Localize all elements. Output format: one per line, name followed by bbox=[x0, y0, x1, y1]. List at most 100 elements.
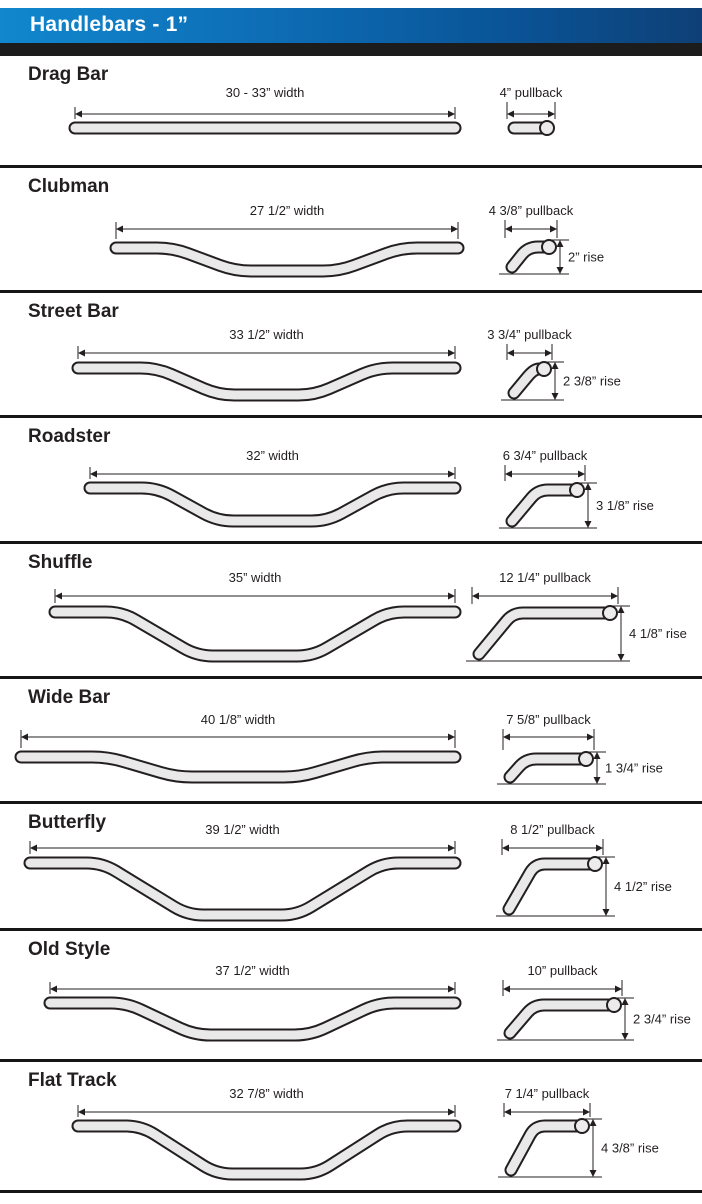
section-title: Street Bar bbox=[28, 301, 119, 322]
arrowhead bbox=[507, 349, 514, 357]
arrowhead bbox=[611, 592, 618, 600]
arrowhead bbox=[503, 733, 510, 741]
handlebar-side-view-fill bbox=[506, 1121, 587, 1175]
rise-dimension-label: 2 3/4” rise bbox=[633, 1012, 691, 1027]
section-title: Drag Bar bbox=[28, 64, 109, 85]
arrowhead bbox=[621, 1033, 629, 1040]
arrowhead bbox=[615, 985, 622, 993]
arrowhead bbox=[556, 240, 564, 247]
handlebar-front-view-fill bbox=[45, 998, 460, 1040]
handlebar-front-view-outline bbox=[23, 856, 462, 922]
tube-end-circle bbox=[606, 997, 622, 1013]
pullback-dimension-label: 7 1/4” pullback bbox=[505, 1086, 590, 1101]
tube-end-circle bbox=[541, 239, 557, 255]
width-dimension-label: 35” width bbox=[229, 570, 282, 585]
tube-end-circle bbox=[574, 1118, 590, 1134]
pullback-dimension-label: 6 3/4” pullback bbox=[503, 448, 588, 463]
width-dimension-label: 30 - 33” width bbox=[226, 85, 305, 100]
handlebar-side-view-fill bbox=[505, 754, 591, 782]
arrowhead bbox=[116, 225, 123, 233]
pullback-dimension-label: 10” pullback bbox=[527, 963, 598, 978]
handlebar-side-view-fill bbox=[507, 485, 582, 526]
width-dimension-label: 33 1/2” width bbox=[229, 327, 303, 342]
arrowhead bbox=[21, 733, 28, 741]
rise-dimension-label: 4 1/8” rise bbox=[629, 626, 687, 641]
arrowhead bbox=[30, 844, 37, 852]
pullback-dimension-label: 8 1/2” pullback bbox=[510, 822, 595, 837]
arrowhead bbox=[578, 470, 585, 478]
arrowhead bbox=[448, 733, 455, 741]
handlebar-front-view-outline bbox=[43, 996, 462, 1042]
header-underline bbox=[0, 43, 702, 56]
handlebar-side-view-fill bbox=[504, 859, 600, 914]
arrowhead bbox=[587, 733, 594, 741]
section-title: Clubman bbox=[28, 176, 110, 197]
section-title: Wide Bar bbox=[28, 687, 111, 708]
pullback-dimension-label: 4” pullback bbox=[500, 85, 563, 100]
width-dimension-label: 37 1/2” width bbox=[215, 963, 289, 978]
arrowhead bbox=[78, 349, 85, 357]
page-title: Handlebars - 1” bbox=[30, 12, 189, 36]
section-title: Old Style bbox=[28, 939, 111, 960]
handlebar-front-view-outline bbox=[48, 605, 462, 663]
tube-end-circle bbox=[578, 751, 594, 767]
handlebar-front-view-fill bbox=[16, 752, 460, 782]
arrowhead bbox=[589, 1170, 597, 1177]
section-title: Roadster bbox=[28, 426, 111, 447]
handlebar-side-view-fill bbox=[505, 1000, 619, 1038]
rise-dimension-label: 2 3/8” rise bbox=[563, 374, 621, 389]
pullback-dimension-label: 7 5/8” pullback bbox=[506, 712, 591, 727]
rise-dimension-label: 1 3/4” rise bbox=[605, 761, 663, 776]
section-title: Butterfly bbox=[28, 812, 107, 833]
pullback-dimension-label: 4 3/8” pullback bbox=[489, 203, 574, 218]
handlebar-side-view-fill bbox=[474, 608, 615, 659]
wide-bar-diagram: 40 1/8” width 7 5/8” pullback 1 3/4” rise bbox=[14, 712, 663, 785]
arrowhead bbox=[502, 844, 509, 852]
section-old-style: Old Style 37 1/2” width 10” pullback 2 3/4… bbox=[0, 931, 702, 1062]
handlebar-side-view-fill bbox=[507, 242, 554, 272]
arrowhead bbox=[448, 592, 455, 600]
handlebar-front-view-fill bbox=[85, 483, 460, 526]
arrowhead bbox=[451, 225, 458, 233]
arrowhead bbox=[75, 110, 82, 118]
handlebar-front-view-fill bbox=[111, 243, 463, 276]
arrowhead bbox=[448, 844, 455, 852]
arrowhead bbox=[593, 777, 601, 784]
arrowhead bbox=[472, 592, 479, 600]
section-wide-bar: Wide Bar 40 1/8” width 7 5/8” pullback 1 3… bbox=[0, 679, 702, 804]
arrowhead bbox=[551, 362, 559, 369]
arrowhead bbox=[78, 1108, 85, 1116]
section-drag-bar: Drag Bar 30 - 33” width 4” pullback bbox=[0, 56, 702, 168]
width-dimension-label: 32” width bbox=[246, 448, 299, 463]
handlebar-front-view-fill bbox=[73, 363, 460, 400]
arrowhead bbox=[548, 110, 555, 118]
arrowhead bbox=[621, 998, 629, 1005]
arrowhead bbox=[589, 1119, 597, 1126]
header-bar: Handlebars - 1” bbox=[0, 8, 702, 43]
width-dimension-label: 27 1/2” width bbox=[250, 203, 324, 218]
handlebar-front-view-fill bbox=[73, 1121, 460, 1179]
handlebar-front-view-outline bbox=[83, 481, 462, 528]
arrowhead bbox=[617, 606, 625, 613]
arrowhead bbox=[90, 470, 97, 478]
handlebar-front-view-fill bbox=[50, 607, 460, 661]
arrowhead bbox=[448, 985, 455, 993]
arrowhead bbox=[584, 483, 592, 490]
arrowhead bbox=[550, 225, 557, 233]
rise-dimension-label: 4 1/2” rise bbox=[614, 879, 672, 894]
rise-dimension-label: 4 3/8” rise bbox=[601, 1141, 659, 1156]
tube-end-circle bbox=[536, 361, 552, 377]
width-dimension-label: 40 1/8” width bbox=[201, 712, 275, 727]
section-title: Flat Track bbox=[28, 1070, 117, 1091]
